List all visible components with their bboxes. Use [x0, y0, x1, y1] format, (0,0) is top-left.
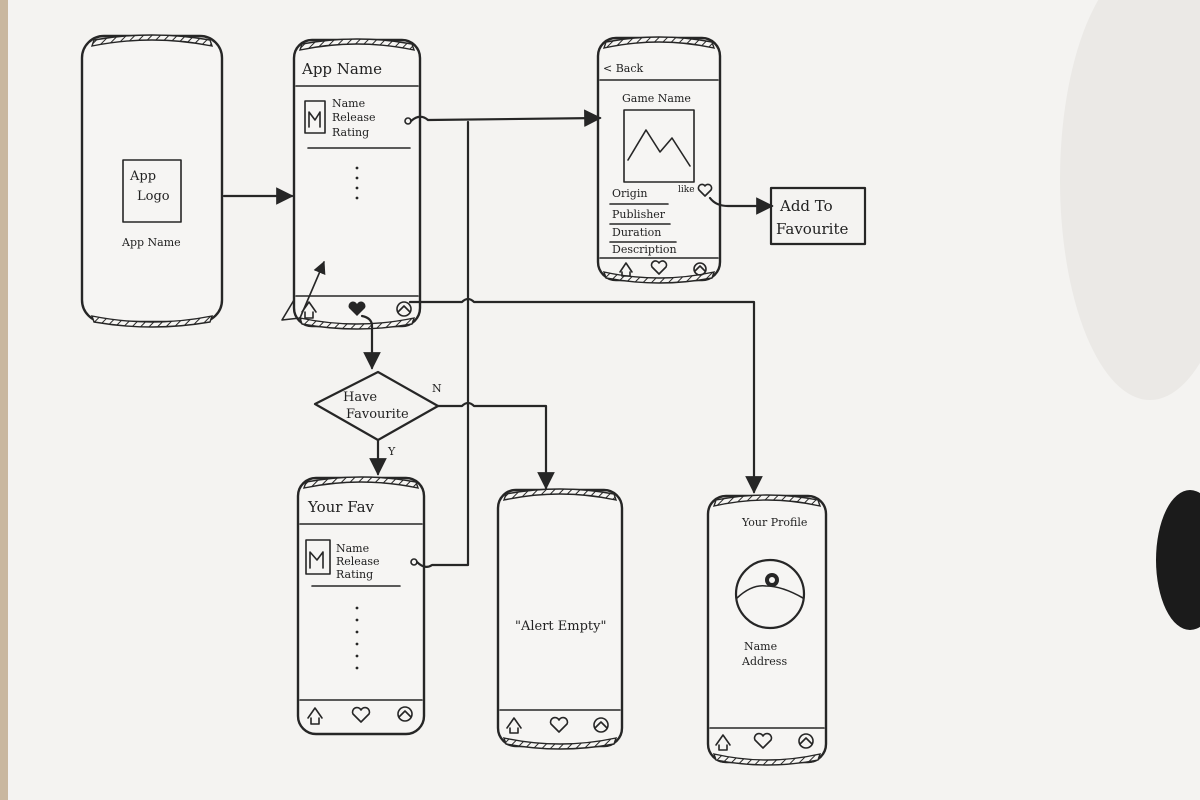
game-detail-screen: < Back Game Name Origin Publisher Durati… [596, 36, 722, 284]
shadow-blob [1060, 0, 1200, 400]
arrow-decision-no [436, 401, 555, 490]
fav-item-rating: Rating [336, 568, 373, 581]
profile-icon[interactable] [397, 706, 413, 722]
empty-alert-screen: "Alert Empty" [496, 488, 624, 750]
add-favourite-line2: Favourite [776, 220, 848, 238]
add-favourite-line1: Add To [779, 197, 833, 215]
item-rating: Rating [332, 126, 369, 139]
profile-title: Your Profile [741, 516, 807, 529]
heart-icon[interactable] [351, 706, 371, 723]
arrow-detail-to-add-fav [708, 196, 774, 215]
profile-name: Name [744, 640, 777, 653]
game-name-title: Game Name [622, 92, 691, 105]
connectors [222, 109, 774, 569]
splash-app-name: App Name [121, 236, 181, 249]
profile-icon[interactable] [693, 262, 707, 276]
add-to-favourite-box[interactable]: Add To Favourite [769, 186, 867, 246]
home-icon[interactable] [506, 717, 522, 734]
profile-icon[interactable] [593, 717, 609, 733]
home-icon[interactable] [715, 734, 731, 751]
app-logo-box [122, 159, 182, 223]
item-release: Release [332, 111, 376, 124]
favorites-list-item[interactable]: Name Release Rating [305, 539, 418, 581]
heart-icon[interactable] [650, 260, 668, 275]
home-icon[interactable] [307, 707, 323, 725]
app-logo-line2: Logo [137, 189, 170, 204]
home-screen: App Name Name Release Rating [292, 38, 422, 330]
list-continuation-dots [355, 606, 359, 670]
field-description: Description [612, 243, 677, 256]
avatar [734, 558, 806, 630]
profile-address: Address [741, 655, 787, 668]
back-button[interactable]: < Back [603, 62, 644, 75]
heart-icon[interactable] [549, 716, 569, 733]
profile-icon[interactable] [396, 301, 412, 317]
like-label: like [678, 185, 695, 195]
arrow-heart-to-decision [360, 314, 381, 370]
field-publisher: Publisher [612, 208, 666, 221]
fav-item-name: Name [336, 542, 369, 555]
home-icon[interactable] [619, 262, 633, 277]
decision-yes-label: Y [387, 445, 396, 458]
arrow-home-to-profile [408, 297, 763, 494]
table-edge [0, 0, 8, 800]
arrow-fav-to-detail [415, 120, 470, 569]
decision-no-label: N [432, 382, 442, 395]
like-heart-icon[interactable] [697, 183, 713, 197]
arrow-back-loop [281, 260, 326, 321]
field-duration: Duration [612, 226, 661, 239]
fav-item-release: Release [336, 555, 380, 568]
decision-line2: Favourite [346, 407, 409, 422]
game-image-icon [623, 109, 695, 183]
dark-object [1156, 490, 1200, 630]
home-title: App Name [301, 60, 382, 78]
favorites-title: Your Fav [307, 498, 375, 516]
alert-empty-text: "Alert Empty" [515, 619, 606, 634]
heart-icon[interactable] [753, 732, 773, 749]
field-origin: Origin [612, 187, 647, 200]
list-continuation-dots [355, 166, 359, 200]
app-logo-line1: App [129, 169, 156, 184]
profile-icon[interactable] [798, 733, 814, 749]
arrow-home-to-detail [409, 109, 602, 127]
heart-icon[interactable] [348, 301, 366, 316]
splash-screen: App Logo App Name [80, 34, 224, 328]
item-name: Name [332, 97, 365, 110]
home-list-item[interactable]: Name Release Rating [304, 97, 412, 139]
profile-screen: Your Profile Name Address [706, 494, 828, 766]
thumbnail-image-icon [304, 100, 326, 134]
decision-line1: Have [343, 390, 377, 405]
favorites-screen: Your Fav Name Release Rating [296, 476, 426, 736]
thumbnail-image-icon [305, 539, 331, 575]
